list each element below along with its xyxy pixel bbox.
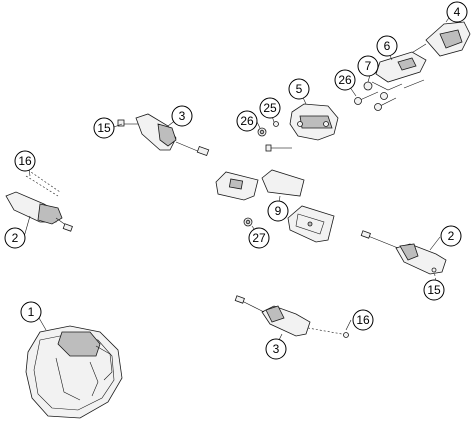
callout-label-5: 5	[296, 82, 303, 96]
callout-2-left: 2	[4, 227, 26, 249]
callout-7: 7	[357, 55, 379, 77]
callout-label-16-right: 16	[356, 313, 370, 327]
callout-2-right: 2	[440, 225, 462, 247]
turn-signal-upper-part	[117, 113, 210, 157]
callout-label-27: 27	[252, 231, 266, 245]
headlight-mask-part	[25, 325, 123, 419]
callout-label-2-right: 2	[448, 229, 455, 243]
callout-label-16-left: 16	[18, 154, 32, 168]
turn-signal-right-part	[360, 230, 447, 283]
callout-label-15-right: 15	[427, 283, 441, 297]
callout-label-2-left: 2	[12, 231, 19, 245]
callout-4: 4	[446, 1, 468, 23]
callout-label-25: 25	[263, 101, 277, 115]
callout-label-6: 6	[384, 39, 391, 53]
callout-25: 25	[259, 97, 281, 119]
callout-26-left: 26	[236, 110, 258, 132]
callout-16-right: 16	[352, 309, 374, 331]
callout-label-3-upper: 3	[179, 109, 186, 123]
nut-part	[243, 217, 253, 227]
callout-16-left: 16	[14, 150, 36, 172]
callout-label-9: 9	[275, 204, 282, 218]
license-plate-light-part	[289, 103, 339, 141]
callout-9: 9	[267, 200, 289, 222]
reflector-plate-part	[215, 169, 335, 243]
callout-3-lower: 3	[265, 338, 287, 360]
callout-label-26-right: 26	[338, 73, 352, 87]
turn-signal-left-part	[5, 169, 73, 232]
callout-label-26-left: 26	[240, 114, 254, 128]
callout-label-4: 4	[454, 5, 461, 19]
callout-27: 27	[248, 227, 270, 249]
callout-15-right: 15	[423, 279, 445, 301]
license-plate-bracket-part	[354, 51, 427, 111]
callout-15-left: 15	[93, 117, 115, 139]
callout-5: 5	[288, 78, 310, 100]
turn-signal-lower-part	[234, 295, 349, 338]
rear-light-part	[409, 21, 471, 57]
callout-label-15-left: 15	[97, 121, 111, 135]
callout-1: 1	[20, 301, 42, 323]
callout-label-1: 1	[28, 305, 35, 319]
callout-26-right: 26	[334, 69, 356, 91]
screw-washer-part	[257, 121, 292, 152]
callout-label-7: 7	[365, 59, 372, 73]
callout-label-3-lower: 3	[273, 342, 280, 356]
callout-3-upper: 3	[171, 105, 193, 127]
callout-6: 6	[376, 35, 398, 57]
